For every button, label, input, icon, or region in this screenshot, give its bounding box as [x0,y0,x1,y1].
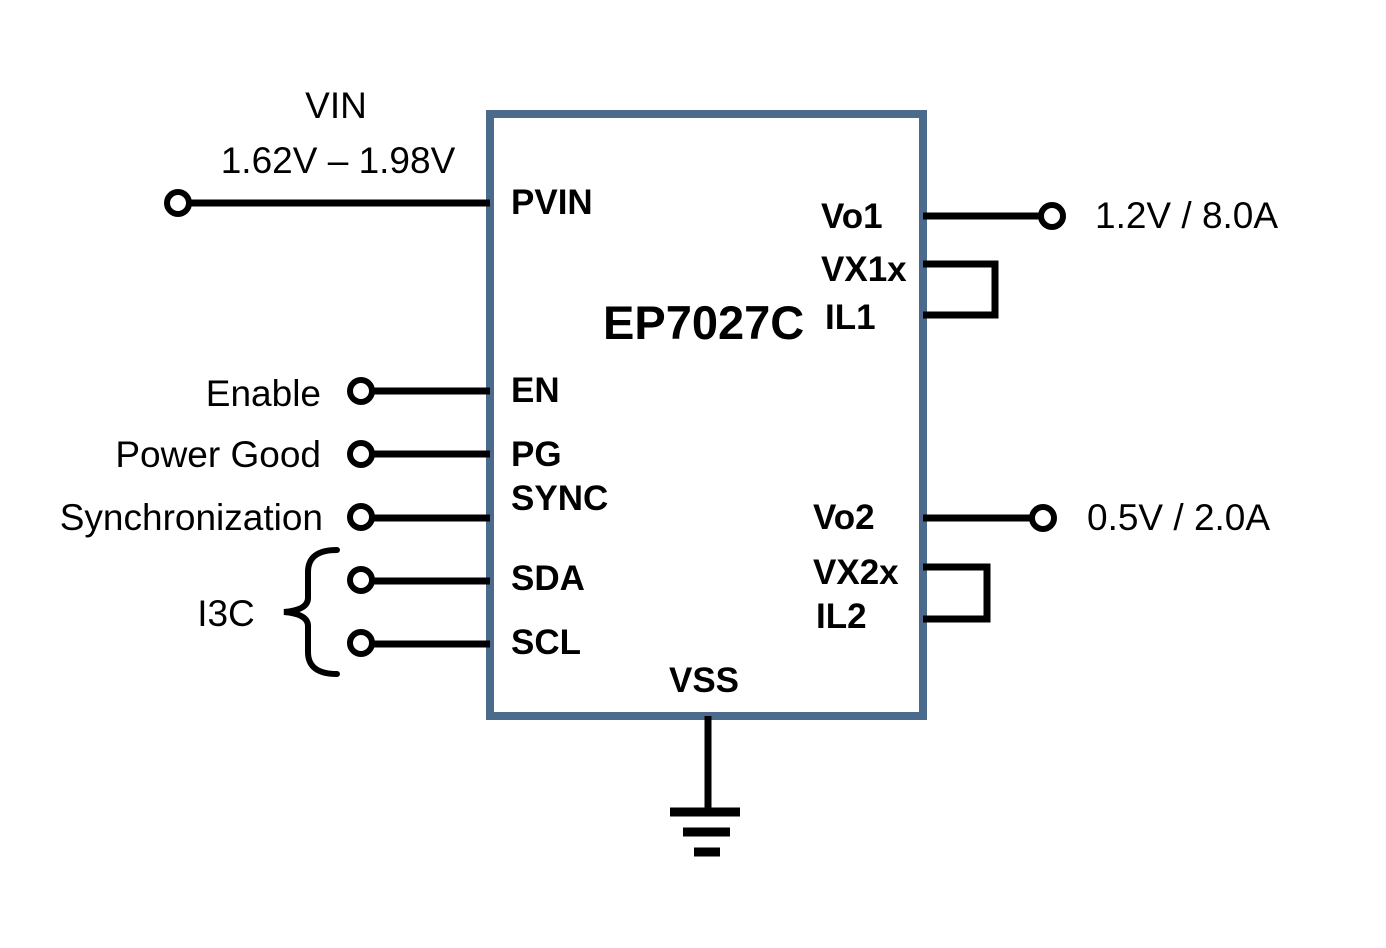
vo1-terminal [1038,202,1066,230]
pin-vo1-label: Vo1 [821,197,883,236]
pin-vx1x-label: VX1x [821,250,907,289]
vin-terminal [164,189,192,217]
power-good-terminal [347,440,375,468]
inductor-2-loop [923,563,991,623]
inductor-1-loop [923,260,999,319]
enable-terminal [347,377,375,405]
pin-pg-label: PG [511,435,562,474]
i3c-brace [283,547,340,677]
vo1-output-label: 1.2V / 8.0A [1095,195,1278,236]
pin-il2-label: IL2 [816,597,867,636]
enable-label: Enable [206,373,321,414]
sda-terminal [347,566,375,594]
vo2-terminal [1029,504,1057,532]
i3c-label: I3C [197,593,255,634]
pin-sda-label: SDA [511,559,585,598]
pin-scl-label: SCL [511,623,581,662]
pin-en-label: EN [511,371,560,410]
vin-range-label: 1.62V – 1.98V [221,140,456,181]
scl-terminal [347,629,375,657]
pin-vss-label: VSS [669,661,739,700]
chip-name: EP7027C [603,296,804,349]
synchronization-label: Synchronization [60,497,323,538]
vin-label: VIN [305,85,367,126]
synchronization-terminal [347,503,375,531]
vo2-output-label: 0.5V / 2.0A [1087,497,1270,538]
pin-vx2x-label: VX2x [813,553,899,592]
pin-sync-label: SYNC [511,479,608,518]
chip-body [486,110,927,720]
power-good-label: Power Good [115,434,321,475]
pin-il1-label: IL1 [825,298,876,337]
pin-pvin-label: PVIN [511,183,593,222]
pin-vo2-label: Vo2 [813,498,875,537]
ground-icon [670,807,740,857]
